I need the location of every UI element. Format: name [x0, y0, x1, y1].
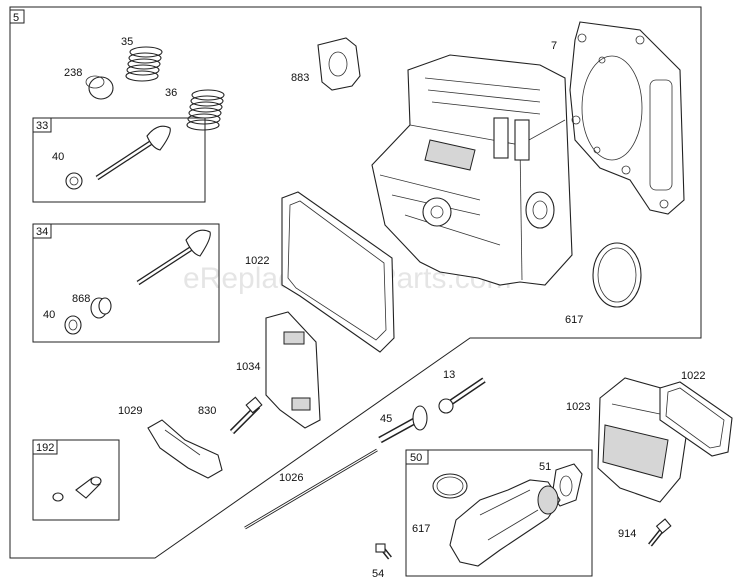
label-part-1026: 1026 [279, 472, 303, 484]
bolt-914 [648, 518, 672, 547]
label-part-1022b: 1022 [681, 370, 705, 382]
screw-13 [438, 377, 486, 414]
label-part-1023: 1023 [566, 401, 590, 413]
intake-valve-33 [95, 125, 171, 181]
main-group-number: 5 [13, 12, 19, 24]
label-part-35: 35 [121, 36, 133, 48]
valve-cap-238 [85, 75, 114, 100]
group-box-33-number: 33 [36, 120, 48, 132]
valve-seal-40a [65, 172, 83, 190]
label-part-40b: 40 [43, 309, 55, 321]
group-box-34 [32, 223, 220, 343]
label-part-54: 54 [372, 568, 384, 580]
label-part-883: 883 [291, 72, 309, 84]
o-ring-617a [592, 242, 642, 308]
valve-spring-35 [125, 46, 163, 82]
label-part-914: 914 [618, 528, 636, 540]
label-part-238: 238 [64, 67, 82, 79]
o-ring-617b [432, 473, 468, 499]
group-box-192 [32, 439, 120, 521]
label-part-51: 51 [539, 461, 551, 473]
stud-830 [229, 396, 263, 435]
group-box-50-number: 50 [410, 452, 422, 464]
group-box-34-tag [32, 223, 52, 239]
label-part-1034: 1034 [236, 361, 260, 373]
head-gasket-7 [569, 21, 685, 215]
label-part-1022a: 1022 [245, 255, 269, 267]
screw-54 [375, 543, 392, 560]
exhaust-valve-34 [136, 229, 211, 286]
label-part-13: 13 [443, 369, 455, 381]
push-rod-guide-45 [378, 405, 428, 444]
main-group-outline [9, 6, 702, 559]
group-box-33-tag [32, 117, 52, 133]
rocker-gasket-1022a [281, 191, 395, 353]
group-box-34-number: 34 [36, 226, 48, 238]
label-part-36: 36 [165, 87, 177, 99]
valve-seal-40b [64, 315, 82, 335]
label-part-40a: 40 [52, 151, 64, 163]
label-part-617a: 617 [565, 314, 583, 326]
group-box-50-tag [405, 449, 429, 465]
group-box-192-number: 192 [36, 442, 54, 454]
label-part-617b: 617 [412, 523, 430, 535]
group-box-50 [405, 449, 593, 577]
label-part-1029: 1029 [118, 405, 142, 417]
label-part-45: 45 [380, 413, 392, 425]
cover-gasket-1022b [659, 381, 733, 457]
gasket-883 [317, 37, 361, 91]
intake-manifold-50 [449, 479, 561, 567]
label-part-868: 868 [72, 293, 90, 305]
label-part-7: 7 [551, 40, 557, 52]
label-part-830: 830 [198, 405, 216, 417]
valve-seal-868 [90, 297, 112, 319]
group-box-33 [32, 117, 206, 203]
rocker-arm-1029 [147, 419, 223, 479]
main-group-tag [9, 9, 25, 24]
fitting-192 [52, 476, 102, 502]
cylinder-head [371, 54, 573, 286]
breather-plate-1034 [265, 311, 321, 429]
group-box-192-tag [32, 439, 58, 455]
